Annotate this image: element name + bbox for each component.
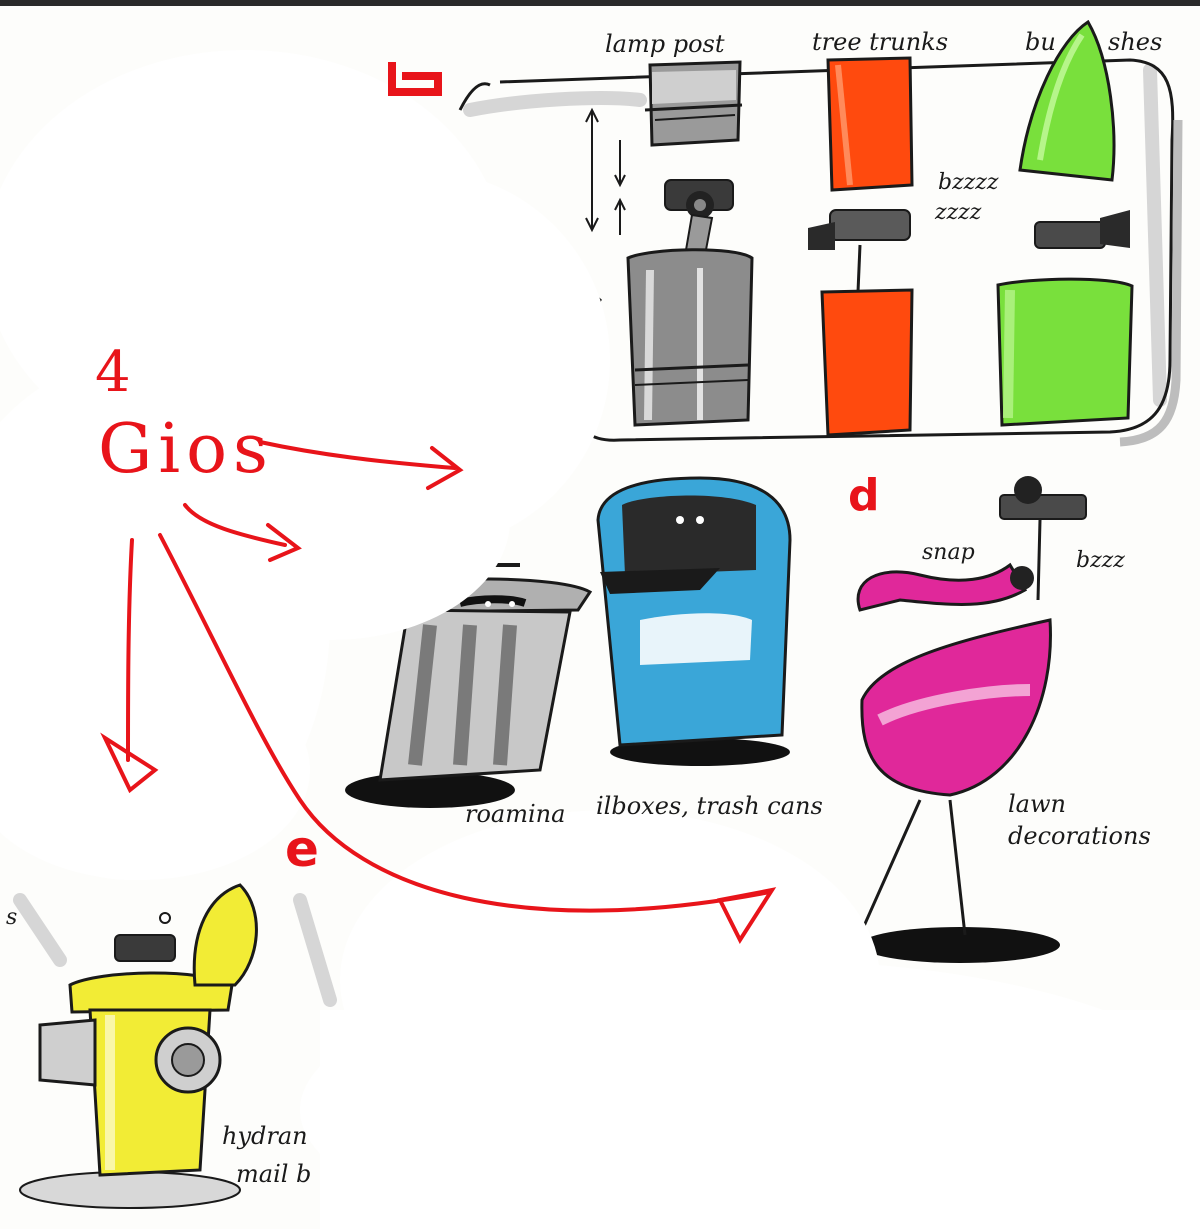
label-mailboxes-trash-cans: ilboxes, trash cans [596,792,823,820]
gios-annotation: Gios [98,410,274,489]
white-cloud-masks [0,50,1200,1229]
mailbox-sketch [596,476,792,766]
tree-trunk-sketch [808,56,914,437]
label-s-fragment: s [6,905,18,930]
bush-sketch [996,19,1134,427]
lawn-decoration-sketch [856,476,1087,963]
page-top-edge [0,0,1200,6]
label-lawn: lawn [1008,790,1066,818]
label-lamp-post: lamp post [605,30,725,58]
label-bzzz: bzzz [1076,548,1125,573]
section-letter-d: d [848,470,880,521]
hydrant-sketch [19,883,258,1209]
label-snap: snap [922,540,975,565]
label-tree-trunks: tree trunks [812,28,949,56]
label-decorations: decorations [1008,822,1151,850]
red-arrows [100,440,777,945]
label-bushes-a: bu [1025,28,1056,56]
letter-b-mark [388,62,442,96]
label-bzzzz-1: bzzzz [938,170,999,195]
count-annotation: 4 [95,340,131,405]
label-mail-b: mail b [236,1160,312,1188]
top-panel-shadow [1119,119,1183,447]
label-bzzzz-2: zzzz [935,200,982,225]
background-ghosting [13,63,1167,1007]
label-roaming: roamina [465,800,566,828]
label-bushes-b: shes [1108,28,1163,56]
section-letter-e: e [285,820,319,878]
label-hydrant: hydran [222,1122,308,1150]
lamp-post-sketch [585,60,754,427]
